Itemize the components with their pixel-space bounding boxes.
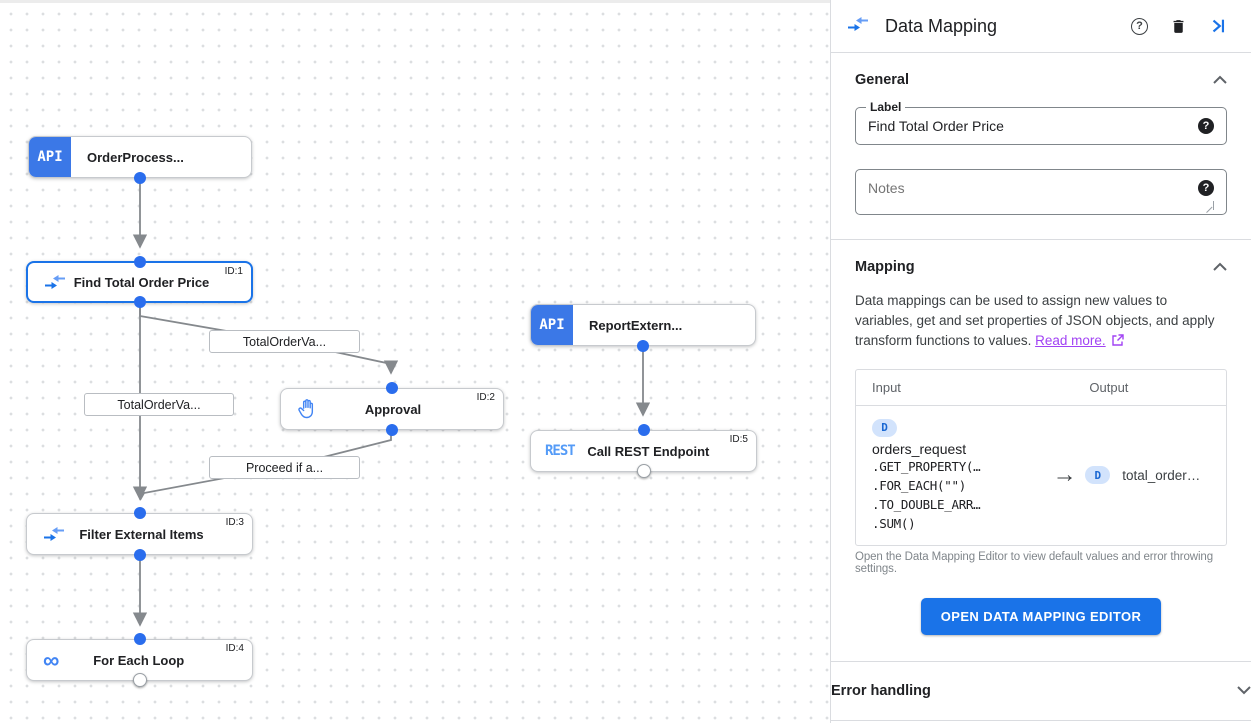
connector-dot[interactable] (133, 256, 146, 268)
connector-dot[interactable] (134, 172, 146, 184)
transform-function: .GET_PROPERTY(… (872, 458, 981, 474)
connector-dot[interactable] (133, 296, 146, 308)
edge-layer (132, 179, 651, 627)
section-title: Mapping (855, 259, 915, 275)
output-column-header: Output (1089, 380, 1129, 395)
datatype-badge: D (872, 418, 897, 437)
node-order-process[interactable]: API OrderProcess... (28, 136, 252, 184)
connector-dot[interactable] (637, 340, 649, 352)
node-call-rest-endpoint[interactable]: REST Call REST Endpoint ID:5 (530, 424, 757, 478)
node-report-extern[interactable]: API ReportExtern... (530, 304, 756, 352)
mapping-input-cell: D orders_request .GET_PROPERTY(… .FOR_EA… (872, 418, 1044, 533)
connector-dot[interactable] (637, 424, 650, 436)
label-field-label: Label (866, 100, 906, 114)
node-id: ID:4 (225, 643, 244, 654)
section-divider (831, 719, 1251, 721)
node-label: OrderProcess... (87, 149, 184, 165)
data-mapping-icon (43, 525, 65, 543)
label-field: Label ? (855, 100, 1227, 145)
open-data-mapping-editor-button[interactable]: OPEN DATA MAPPING EDITOR (920, 597, 1162, 635)
section-title: Error handling (831, 682, 931, 699)
notes-field: ? (855, 169, 1227, 215)
read-more-link[interactable]: Read more. (1035, 333, 1106, 348)
error-handling-section-header[interactable]: Error handling (831, 682, 1251, 700)
data-mapping-icon (847, 15, 869, 38)
notes-help-icon[interactable]: ? (1198, 180, 1214, 196)
node-id: ID:1 (224, 266, 243, 277)
chevron-up-icon[interactable] (1213, 258, 1227, 276)
label-input[interactable] (868, 118, 1198, 134)
output-variable: total_order… (1122, 467, 1201, 483)
mapping-section-header[interactable]: Mapping (855, 240, 1227, 276)
node-label: Filter External Items (79, 526, 204, 542)
transform-function: .FOR_EACH("") (872, 477, 966, 493)
rest-icon: REST (545, 443, 576, 459)
section-general: General Label ? ? (831, 53, 1251, 239)
loop-icon: ∞ (43, 647, 60, 673)
edge-label-text: TotalOrderVa... (242, 334, 327, 349)
config-panel: Data Mapping ? General Label (830, 0, 1251, 723)
input-column-header: Input (872, 380, 901, 395)
data-mapping-icon (44, 273, 66, 291)
api-trigger-icon: API (29, 137, 71, 177)
node-filter-external-items[interactable]: Filter External Items ID:3 (26, 507, 253, 561)
datatype-badge: D (1085, 466, 1111, 485)
node-approval[interactable]: Approval ID:2 (280, 382, 504, 436)
collapse-panel-icon[interactable] (1209, 17, 1227, 35)
edge-label-text: Proceed if a... (245, 460, 324, 475)
mapping-output-cell: D total_order… (1085, 466, 1216, 485)
resize-handle[interactable] (1205, 201, 1214, 210)
edge-label-text: TotalOrderVa... (117, 397, 201, 412)
node-for-each-loop[interactable]: ∞ For Each Loop ID:4 (26, 633, 253, 687)
node-id: ID:2 (476, 392, 495, 403)
mapping-description: Data mappings can be used to assign new … (855, 291, 1227, 352)
api-trigger-icon: API (531, 305, 573, 345)
mapping-arrow-icon: → (1052, 461, 1077, 489)
external-link-icon (1112, 332, 1125, 352)
chevron-down-icon[interactable] (1237, 682, 1251, 700)
workflow-canvas[interactable]: TotalOrderVa... TotalOrderVa... Proceed … (0, 0, 830, 723)
node-label: Call REST Endpoint (587, 443, 710, 459)
node-label: ReportExtern... (589, 317, 683, 333)
hand-approval-icon (297, 398, 317, 420)
mapping-row[interactable]: D orders_request .GET_PROPERTY(… .FOR_EA… (856, 406, 1226, 545)
general-section-header[interactable]: General (855, 53, 1227, 89)
mapping-table: Input Output D orders_request .GET_PROPE… (855, 369, 1227, 546)
input-variable: orders_request (872, 440, 967, 457)
mapping-table-header: Input Output (856, 370, 1226, 406)
connector-dot[interactable] (386, 424, 398, 436)
terminal-dot[interactable] (636, 464, 651, 478)
connector-dot[interactable] (133, 549, 146, 561)
edge-label[interactable]: TotalOrderVa... (209, 330, 360, 353)
panel-header: Data Mapping ? (831, 0, 1251, 53)
terminal-dot[interactable] (132, 673, 147, 687)
node-label: Approval (364, 401, 422, 417)
edge-label[interactable]: Proceed if a... (209, 456, 360, 479)
node-id: ID:5 (729, 434, 748, 445)
section-mapping: Mapping Data mappings can be used to ass… (831, 240, 1251, 661)
notes-input[interactable] (868, 180, 1198, 210)
section-divider (831, 660, 1251, 662)
node-id: ID:3 (225, 517, 244, 528)
transform-function: .TO_DOUBLE_ARR… (872, 496, 981, 512)
transform-function: .SUM() (872, 515, 916, 531)
chevron-up-icon[interactable] (1213, 71, 1227, 89)
connector-dot[interactable] (133, 633, 146, 645)
section-divider (831, 239, 1251, 240)
connector-dot[interactable] (386, 382, 398, 394)
delete-icon[interactable] (1170, 17, 1187, 36)
mapping-footnote: Open the Data Mapping Editor to view def… (855, 550, 1214, 575)
node-label: For Each Loop (93, 652, 185, 668)
panel-title: Data Mapping (885, 15, 998, 36)
label-help-icon[interactable]: ? (1198, 118, 1214, 134)
help-icon[interactable]: ? (1131, 17, 1148, 35)
node-find-total-order-price[interactable]: Find Total Order Price ID:1 (26, 256, 253, 308)
connector-dot[interactable] (133, 507, 146, 519)
edge-label[interactable]: TotalOrderVa... (84, 393, 234, 416)
node-label: Find Total Order Price (73, 274, 210, 290)
section-title: General (855, 72, 909, 88)
section-error-handling: Error handling (831, 662, 1251, 720)
